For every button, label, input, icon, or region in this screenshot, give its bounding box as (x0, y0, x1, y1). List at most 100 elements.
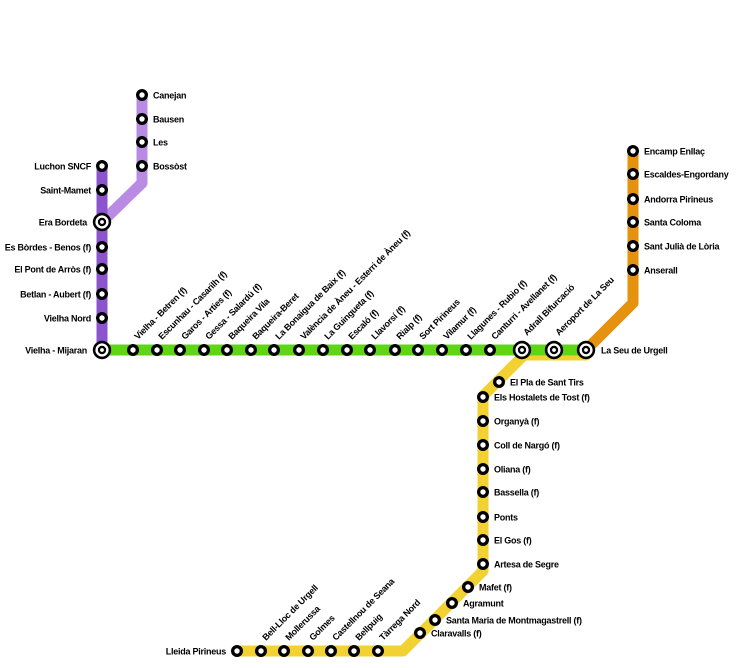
station-marker-core (344, 347, 350, 353)
station-marker-core (480, 537, 486, 543)
station-ponts: Ponts (477, 511, 518, 523)
station-label: El Pont de Arròs (f) (14, 265, 91, 275)
station-marker-core (630, 243, 636, 249)
station-label: Bossòst (153, 162, 187, 172)
station-canejan: Canejan (136, 89, 187, 101)
station-label: Vielha Nord (44, 314, 91, 324)
station-bassella-f: Bassella (f) (477, 486, 540, 498)
station-marker-core (487, 347, 493, 353)
station-marker-core (463, 347, 469, 353)
station-luchon-sncf: Luchon SNCF (34, 160, 108, 172)
station-betlan-aubert-f: Betlan - Aubert (f) (20, 288, 108, 300)
station-label: Es Bòrdes - Benos (f) (5, 243, 92, 253)
station-castellnou-de-seana: Castellnou de Seana (325, 576, 397, 657)
station-el-pont-de-arros-f: El Pont de Arròs (f) (14, 263, 108, 275)
station-marker-core (139, 139, 145, 145)
interchange-marker-core (552, 348, 556, 352)
station-marker-core (320, 347, 326, 353)
station-marker-core (154, 347, 160, 353)
station-marker-core (224, 347, 230, 353)
station-marker-core (99, 291, 105, 297)
station-label: Era Bordeta (39, 218, 89, 228)
station-label: Betlan - Aubert (f) (20, 290, 91, 300)
station-label: Claravalls (f) (431, 629, 482, 639)
station-marker-core (630, 196, 636, 202)
station-marker-core (177, 347, 183, 353)
station-label: Mafet (f) (479, 583, 512, 593)
station-label: Vielha - Mijaran (25, 346, 87, 356)
station-marker-core (449, 600, 455, 606)
station-marker-core (99, 315, 105, 321)
interchange-marker-core (520, 348, 524, 352)
interchange-marker-core (100, 348, 104, 352)
station-marker-core (465, 584, 471, 590)
station-marker-core (130, 347, 136, 353)
station-oliana-f: Oliana (f) (477, 463, 531, 475)
station-marker-core (351, 648, 357, 654)
station-marker-core (432, 617, 438, 623)
station-marker-core (281, 648, 287, 654)
station-marker-core (630, 219, 636, 225)
station-marker-core (139, 116, 145, 122)
station-label: El Gos (f) (494, 536, 532, 546)
station-agramunt: Agramunt (446, 597, 504, 609)
station-label: Oliana (f) (494, 465, 531, 475)
station-label: Sant Julià de Lòria (644, 242, 721, 252)
station-bossost: Bossòst (136, 160, 187, 172)
station-label: La Seu de Urgell (601, 346, 668, 356)
station-marker-core (480, 442, 486, 448)
station-marker-core (99, 244, 105, 250)
station-marker-core (139, 163, 145, 169)
station-marker-core (201, 347, 207, 353)
station-marker-core (375, 648, 381, 654)
station-marker-core (99, 187, 105, 193)
station-la-seu-de-urgell: La Seu de Urgell (576, 340, 668, 360)
station-santa-coloma: Santa Coloma (627, 216, 703, 228)
station-anserall: Anserall (627, 264, 678, 276)
station-marker-core (439, 347, 445, 353)
station-label: Luchon SNCF (34, 162, 91, 172)
interchange-marker-core (100, 220, 104, 224)
station-coll-de-nargo-f: Coll de Nargó (f) (477, 439, 560, 451)
station-el-pla-de-sant-tirs: El Pla de Sant Tirs (493, 376, 584, 388)
station-marker-core (305, 648, 311, 654)
station-escaldes-engordany: Escaldes-Engordany (627, 168, 729, 180)
station-era-bordeta: Era Bordeta (39, 212, 112, 232)
station-marker-core (139, 92, 145, 98)
station-label: Santa Maria de Montmagastrell (f) (446, 616, 582, 626)
station-marker-core (630, 267, 636, 273)
station-claravalls-f: Claravalls (f) (414, 627, 482, 639)
station-els-hostalets-de-tost-f: Els Hostalets de Tost (f) (477, 391, 590, 403)
station-label: Lleida Pirineus (166, 647, 227, 657)
station-marker-core (271, 347, 277, 353)
station-label: Els Hostalets de Tost (f) (494, 393, 590, 403)
station-marker-core (392, 347, 398, 353)
station-label: Coll de Nargó (f) (494, 441, 560, 451)
station-mafet-f: Mafet (f) (462, 581, 512, 593)
station-label: Organyà (f) (494, 417, 540, 427)
station-marker-core (99, 163, 105, 169)
station-label: Andorra Pirineus (644, 195, 713, 205)
station-label: Les (153, 138, 168, 148)
station-marker-core (99, 266, 105, 272)
station-label: Artesa de Segre (494, 560, 559, 570)
station-marker-core (296, 347, 302, 353)
station-label: Anserall (644, 266, 678, 276)
station-label: Santa Coloma (644, 218, 702, 228)
station-el-gos-f: El Gos (f) (477, 534, 532, 546)
line-encamp-la-seu (580, 145, 639, 356)
station-marker-core (480, 418, 486, 424)
station-marker-core (480, 466, 486, 472)
station-marker-core (480, 394, 486, 400)
station-marker-core (480, 561, 486, 567)
station-label: Saint-Mamet (40, 186, 91, 196)
station-es-bordes-benos-f: Es Bòrdes - Benos (f) (5, 241, 108, 253)
station-vielha-mijaran: Vielha - Mijaran (25, 340, 112, 360)
station-label: Canejan (153, 91, 186, 101)
station-marker-core (258, 648, 264, 654)
station-organya-f: Organyà (f) (477, 415, 540, 427)
station-bausen: Bausen (136, 113, 184, 125)
station-marker-core (328, 648, 334, 654)
